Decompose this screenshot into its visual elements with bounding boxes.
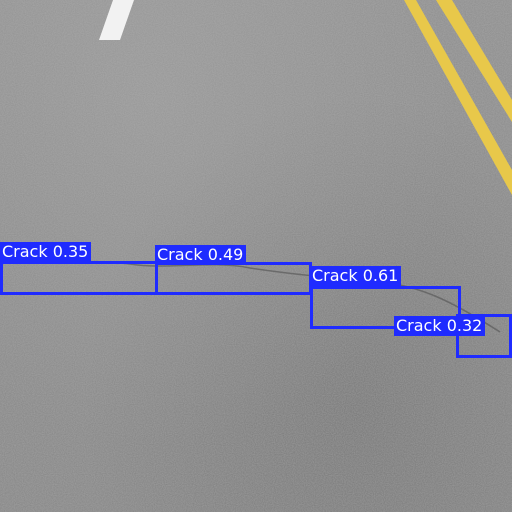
- detection-box-2: [155, 262, 312, 295]
- yellow-lane-line-outer: [436, 0, 512, 122]
- detection-box-1: [0, 261, 158, 295]
- detection-box-3: [310, 286, 461, 329]
- detection-label-4: Crack 0.32: [394, 316, 486, 336]
- yellow-lane-line-inner: [404, 0, 512, 195]
- detection-box-4: [456, 314, 512, 358]
- dashed-lane-marking: [99, 0, 134, 40]
- detection-label-3: Crack 0.61: [310, 266, 402, 286]
- detection-label-2: Crack 0.49: [155, 245, 247, 265]
- detection-label-1: Crack 0.35: [0, 242, 92, 262]
